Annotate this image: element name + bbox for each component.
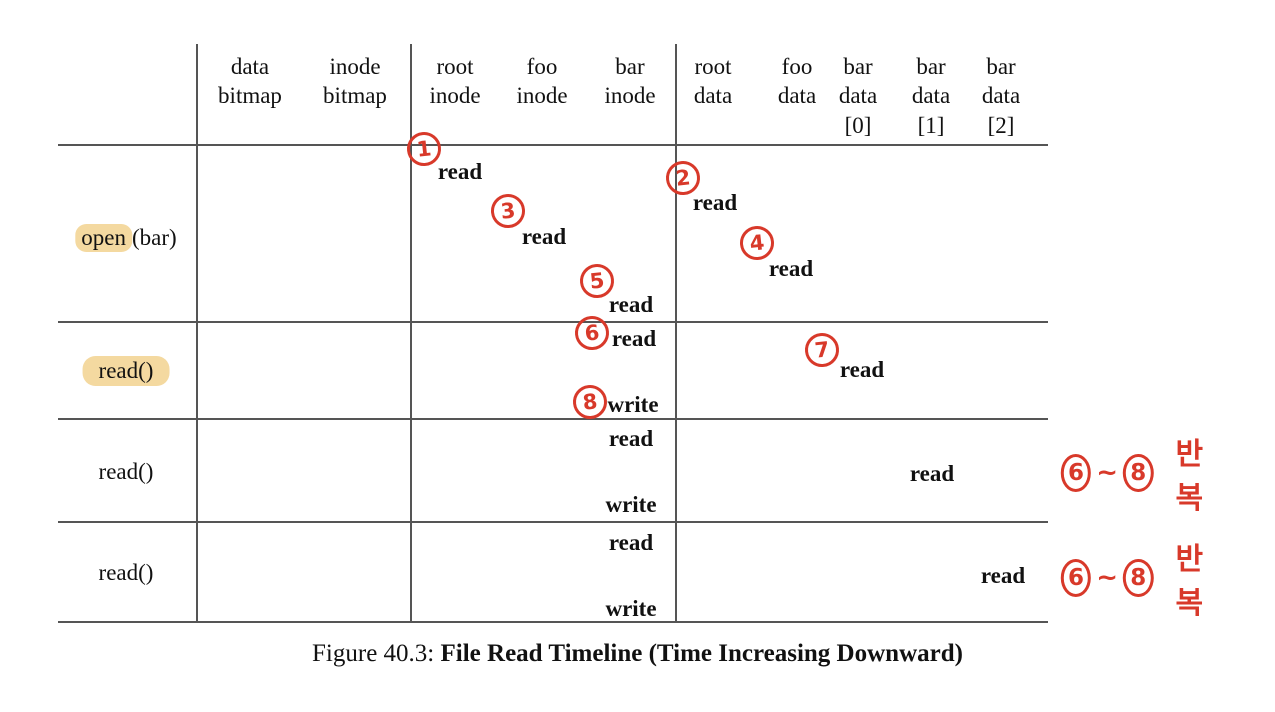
op-open-bar-inode: read <box>608 292 654 317</box>
annotation-step-8-icon: 8 <box>571 383 609 421</box>
row-label-open-args: (bar) <box>132 225 177 250</box>
table-rule-bottom <box>58 621 1048 623</box>
op-open-foo-data: read <box>768 256 814 281</box>
op-read1-bar-inode-read: read <box>611 326 657 351</box>
op-read2-bar-inode-write: write <box>605 492 657 517</box>
row-label-read-1-highlight: read() <box>82 356 170 386</box>
op-open-root-data: read <box>692 190 738 215</box>
repeat-note-2-to: 8 <box>1123 559 1154 597</box>
figure-caption-number: Figure 40.3: <box>312 640 435 667</box>
op-read2-bar-inode-read: read <box>608 426 654 451</box>
op-open-foo-inode: read <box>521 224 567 249</box>
repeat-note-1-text: 반복 <box>1175 437 1205 516</box>
op-open-root-inode: read <box>437 159 483 184</box>
row-label-read-2: read() <box>99 459 154 485</box>
row-label-read-3: read() <box>99 560 154 586</box>
op-read3-bar-data-2-read: read <box>980 563 1026 588</box>
annotation-repeat-note-2: 6 ~ 8 반복 <box>1060 534 1219 622</box>
annotation-repeat-note-1: 6 ~ 8 반복 <box>1060 429 1219 517</box>
table-vrule-inodes <box>410 44 412 622</box>
row-label-read-2-text: read() <box>98 459 154 484</box>
repeat-note-2-from: 6 <box>1060 559 1092 597</box>
repeat-note-1-to: 8 <box>1123 454 1154 492</box>
annotation-step-6-icon: 6 <box>573 314 611 352</box>
op-read1-bar-data-0-read: read <box>839 357 885 382</box>
repeat-note-1-from: 6 <box>1060 454 1092 492</box>
table-rule-row1 <box>58 321 1048 323</box>
row-label-open-bar: open(bar) <box>75 224 177 252</box>
repeat-note-2-text: 반복 <box>1175 542 1205 621</box>
row-label-open-highlight: open <box>75 224 133 252</box>
annotation-step-7-icon: 7 <box>803 331 841 369</box>
row-label-read-1: read() <box>82 356 170 386</box>
op-read3-bar-inode-read: read <box>608 530 654 555</box>
op-read3-bar-inode-write: write <box>605 596 657 621</box>
op-read2-bar-data-1-read: read <box>909 461 955 486</box>
op-read1-bar-inode-write: write <box>607 392 659 417</box>
figure-caption: Figure 40.3: File Read Timeline (Time In… <box>0 640 1275 668</box>
figure-caption-title: File Read Timeline (Time Increasing Down… <box>440 640 963 667</box>
table-vrule-data <box>675 44 677 622</box>
repeat-note-2-tilde: ~ <box>1096 563 1119 593</box>
table-rule-top <box>58 144 1048 146</box>
repeat-note-1-tilde: ~ <box>1096 458 1119 488</box>
table-rule-row3 <box>58 521 1048 523</box>
table-vrule-label <box>196 44 198 622</box>
row-label-read-3-text: read() <box>98 560 154 585</box>
table-rule-row2 <box>58 418 1048 420</box>
